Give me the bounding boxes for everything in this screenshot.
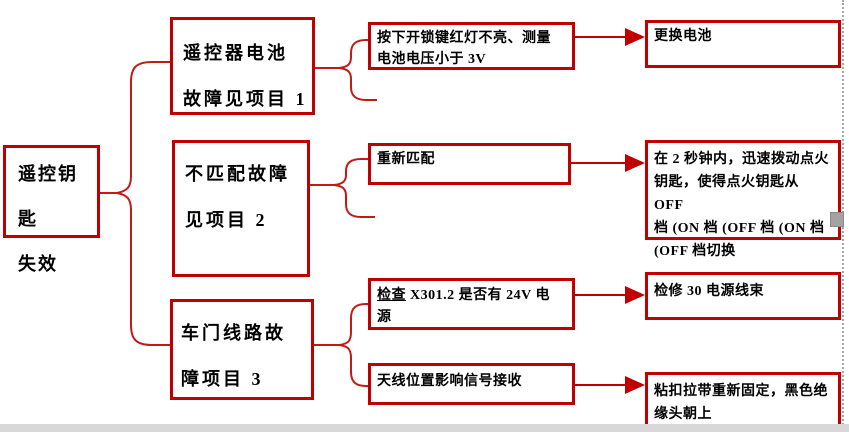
node-check-antenna-position-text: 天线位置影响信号接收 xyxy=(377,374,522,389)
resize-handle[interactable] xyxy=(830,212,844,227)
node-check-unlock-red-light-text: 按下开锁键红灯不亮、测量 电池电压小于 3V xyxy=(377,31,551,67)
node-branch-battery-fault: 遥控器电池 故障见项目 1 xyxy=(170,17,315,115)
node-action-ignition-toggle: 在 2 秒钟内，迅速拨动点火 钥匙，使得点火钥匙从 OFF 档 (ON 档 (O… xyxy=(645,140,841,259)
node-action-velcro-refix: 粘扣拉带重新固定，黑色绝 缘头朝上 xyxy=(645,372,841,429)
branch1-fork xyxy=(315,39,377,101)
root-brace xyxy=(100,61,170,346)
node-action-replace-battery: 更换电池 xyxy=(645,20,841,68)
node-branch-door-wiring-fault: 车门线路故 障项目 3 xyxy=(170,299,314,400)
node-branch-door-wiring-text: 车门线路故 障项目 3 xyxy=(181,323,286,389)
node-root-remote-key-failure: 遥控钥匙 失效 xyxy=(3,145,100,274)
flow-arrows xyxy=(571,28,645,394)
node-action-replace-battery-text: 更换电池 xyxy=(654,29,712,44)
branch2-fork xyxy=(310,158,375,218)
node-branch-mismatch-text: 不匹配故障 见项目 2 xyxy=(185,164,290,230)
check-x301-rest-text: X301.2 是否有 24V 电 源 xyxy=(377,288,550,325)
node-action-ignition-toggle-text: 在 2 秒钟内，迅速拨动点火 钥匙，使得点火钥匙从 OFF 档 (ON 档 (O… xyxy=(654,152,829,259)
branch3-fork xyxy=(314,303,369,387)
node-action-velcro-refix-text: 粘扣拉带重新固定，黑色绝 缘头朝上 xyxy=(654,384,828,422)
page-bottom-edge xyxy=(0,424,849,432)
check-x301-underlined-word: 检查 xyxy=(377,288,406,303)
node-branch-battery-text: 遥控器电池 故障见项目 1 xyxy=(183,43,308,109)
node-check-unlock-red-light: 按下开锁键红灯不亮、测量 电池电压小于 3V xyxy=(368,22,575,70)
node-action-repair-30-harness-text: 检修 30 电源线束 xyxy=(654,284,764,299)
node-root-text: 遥控钥匙 失效 xyxy=(18,164,78,274)
node-action-repair-30-harness: 检修 30 电源线束 xyxy=(645,272,841,320)
node-check-rematch: 重新匹配 xyxy=(368,143,571,185)
node-check-rematch-text: 重新匹配 xyxy=(377,152,435,167)
node-check-x301-24v: 检查 X301.2 是否有 24V 电 源 xyxy=(368,278,575,330)
node-branch-mismatch-fault: 不匹配故障 见项目 2 xyxy=(172,140,310,277)
node-check-x301-24v-text: 检查 X301.2 是否有 24V 电 源 xyxy=(371,281,572,333)
node-check-antenna-position: 天线位置影响信号接收 xyxy=(368,363,575,405)
